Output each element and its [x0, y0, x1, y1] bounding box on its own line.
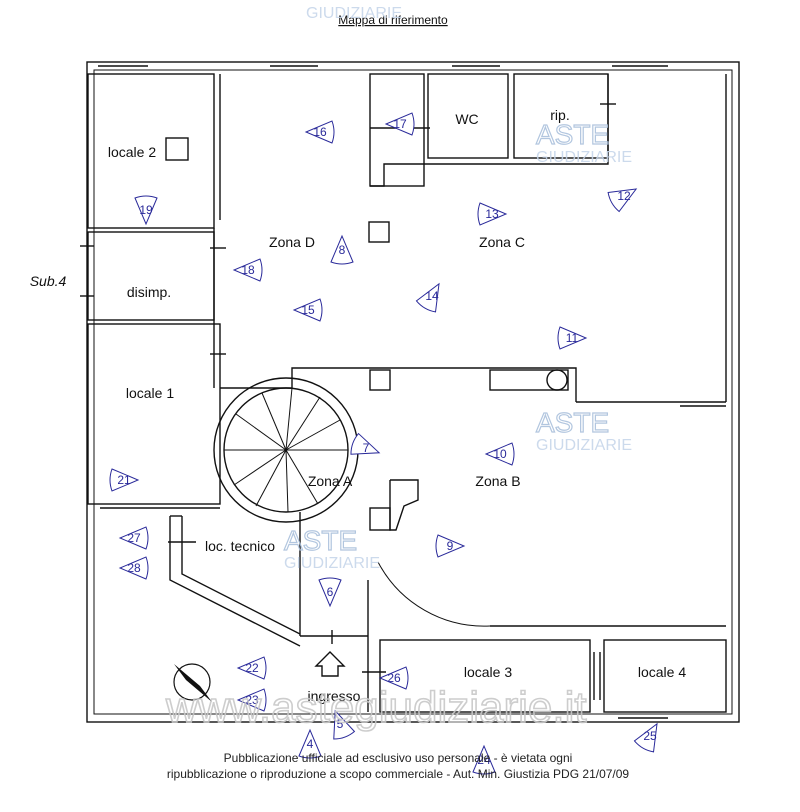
viewpoint-number: 28 — [127, 561, 141, 575]
outer-walls — [86, 61, 740, 723]
viewpoint-marker-10: 10 — [484, 442, 515, 466]
viewpoint-marker-23: 23 — [236, 688, 267, 712]
map-title: Mappa di riferimento — [338, 13, 448, 27]
watermark-logo: GIUDIZIARIE — [306, 5, 402, 22]
pillar-zona-a — [369, 369, 391, 391]
room-label-zona-b: Zona B — [475, 473, 520, 489]
viewpoint-marker-6: 6 — [318, 577, 342, 608]
middle-partition — [220, 367, 577, 402]
watermark-logos: ASTE GIUDIZIARIE ASTE GIUDIZIARIE ASTE G… — [164, 5, 632, 733]
svg-text:GIUDIZIARIE: GIUDIZIARIE — [306, 5, 402, 22]
viewpoint-number: 24 — [477, 753, 491, 767]
viewpoint-number: 26 — [387, 671, 401, 685]
svg-text:GIUDIZIARIE: GIUDIZIARIE — [536, 437, 632, 454]
lower-zone-walls — [299, 479, 727, 713]
room-labels: locale 2 disimp. locale 1 Zona D Zona C … — [30, 107, 687, 704]
viewpoint-number: 25 — [643, 729, 657, 743]
svg-text:GIUDIZIARIE: GIUDIZIARIE — [284, 555, 380, 572]
viewpoint-number: 4 — [307, 737, 314, 751]
upper-zone-walls — [219, 73, 727, 407]
room-label-locale-2: locale 2 — [108, 144, 156, 160]
viewpoint-marker-16: 16 — [304, 120, 335, 144]
svg-text:ASTE: ASTE — [284, 525, 357, 556]
viewpoint-number: 5 — [337, 717, 344, 731]
viewpoint-marker-8: 8 — [330, 234, 354, 265]
viewpoint-number: 8 — [339, 243, 346, 257]
viewpoint-number: 21 — [117, 473, 131, 487]
viewpoint-number: 17 — [393, 117, 407, 131]
viewpoint-number: 9 — [447, 539, 454, 553]
svg-text:GIUDIZIARIE: GIUDIZIARIE — [536, 149, 632, 166]
viewpoint-marker-14: 14 — [415, 282, 440, 313]
viewpoint-marker-7: 7 — [350, 432, 381, 455]
viewpoint-marker-24: 24 — [472, 744, 496, 775]
viewpoint-number: 16 — [313, 125, 327, 139]
room-label-rip: rip. — [550, 107, 569, 123]
viewpoint-number: 11 — [566, 331, 579, 345]
footer-line-1: Pubblicazione ufficiale ad esclusivo uso… — [224, 751, 573, 765]
technical-room-walls — [169, 515, 301, 647]
viewpoint-marker-13: 13 — [477, 202, 508, 226]
spiral-staircase — [213, 377, 359, 523]
sub-label: Sub.4 — [30, 273, 67, 289]
viewpoint-number: 22 — [245, 661, 259, 675]
room-label-zona-c: Zona C — [479, 234, 525, 250]
viewpoint-marker-4: 4 — [298, 728, 322, 759]
entrance-arrow-icon — [314, 651, 346, 677]
left-rooms-walls — [87, 73, 221, 509]
viewpoint-number: 10 — [493, 447, 507, 461]
viewpoint-marker-15: 15 — [292, 298, 323, 322]
room-label-disimp: disimp. — [127, 284, 171, 300]
viewpoint-marker-19: 19 — [134, 195, 158, 226]
watermark-site: www.astegiudiziarie.it — [165, 683, 587, 732]
viewpoint-marker-21: 21 — [109, 468, 140, 492]
watermark-logo: ASTE GIUDIZIARIE — [535, 118, 632, 166]
pillar-zona-d — [368, 221, 390, 243]
viewpoint-marker-26: 26 — [378, 666, 409, 690]
room-label-wc: WC — [455, 111, 478, 127]
viewpoint-marker-22: 22 — [236, 656, 267, 680]
room-label-locale-1: locale 1 — [126, 385, 174, 401]
viewpoint-number: 13 — [485, 207, 499, 221]
viewpoint-marker-28: 28 — [118, 556, 149, 580]
room-label-locale-4: locale 4 — [638, 664, 686, 680]
watermark-logo: ASTE GIUDIZIARIE — [283, 524, 380, 572]
svg-text:ASTE: ASTE — [536, 407, 609, 438]
viewpoint-number: 19 — [139, 203, 153, 217]
viewpoint-number: 6 — [327, 585, 334, 599]
viewpoint-number: 14 — [425, 289, 439, 303]
footer-line-2: ripubblicazione o riproduzione a scopo c… — [167, 767, 630, 781]
viewpoint-marker-17: 17 — [384, 112, 415, 136]
viewpoint-marker-27: 27 — [118, 526, 149, 550]
room-label-zona-d: Zona D — [269, 234, 315, 250]
viewpoint-markers: 4 5 6 7 8 9 10 11 12 13 14 15 16 17 18 19 21 22 23 24 25 26 27… — [109, 112, 658, 775]
viewpoint-marker-12: 12 — [607, 188, 638, 213]
compass-icon — [173, 663, 212, 702]
viewpoint-number: 23 — [245, 693, 259, 707]
viewpoint-marker-11: 11 — [557, 326, 588, 350]
viewpoint-number: 7 — [363, 441, 370, 455]
room-label-loc-tecnico: loc. tecnico — [205, 538, 275, 554]
viewpoint-number: 15 — [301, 303, 315, 317]
viewpoint-number: 27 — [127, 531, 141, 545]
viewpoint-marker-25: 25 — [633, 722, 658, 753]
room-label-zona-a: Zona A — [308, 473, 353, 489]
watermark-logo: ASTE GIUDIZIARIE — [535, 406, 632, 454]
room-label-locale-3: locale 3 — [464, 664, 512, 680]
viewpoint-number: 12 — [617, 189, 631, 203]
pillar-locale-2 — [165, 137, 189, 161]
viewpoint-marker-18: 18 — [232, 258, 263, 282]
viewpoint-marker-9: 9 — [435, 534, 466, 558]
viewpoint-number: 18 — [241, 263, 255, 277]
room-label-ingresso: ingresso — [308, 688, 361, 704]
svg-text:ASTE: ASTE — [536, 119, 609, 150]
viewpoint-marker-5: 5 — [333, 709, 356, 740]
